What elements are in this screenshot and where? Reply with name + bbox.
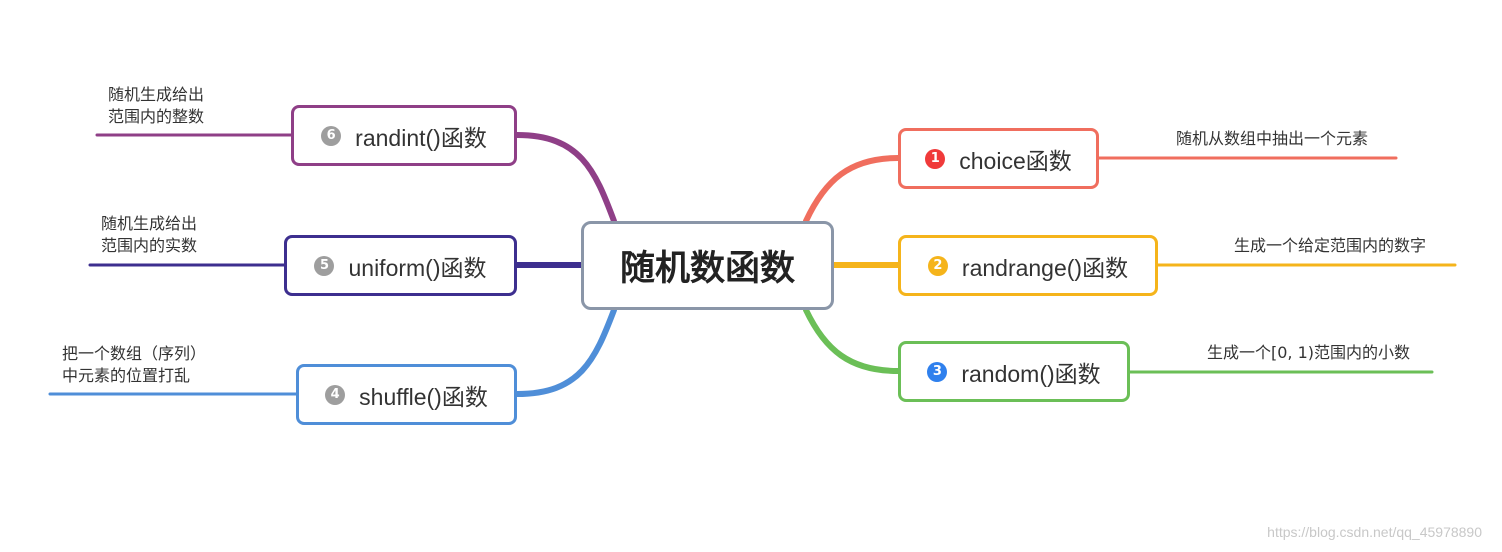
note-line: 随机生成给出: [108, 85, 205, 104]
topic-label: randrange()函数: [961, 254, 1129, 281]
number-badge-icon: 1: [925, 148, 946, 169]
watermark: https://blog.csdn.net/qq_45978890: [1267, 524, 1482, 540]
number-badge-icon: 4: [325, 384, 346, 405]
note-line: 生成一个[0, 1)范围内的小数: [1207, 343, 1411, 362]
topic-label: randint()函数: [355, 124, 487, 151]
topic-label: random()函数: [961, 360, 1101, 387]
number-badge-icon: 6: [321, 125, 342, 146]
topic-randint[interactable]: 6 randint()函数: [291, 105, 517, 166]
note-randrange: 生成一个给定范围内的数字: [1234, 235, 1426, 257]
number-badge-icon: 5: [314, 255, 335, 276]
note-line: 范围内的实数: [101, 236, 198, 255]
note-line: 随机生成给出: [101, 214, 198, 233]
topic-label: shuffle()函数: [359, 383, 488, 410]
note-line: 随机从数组中抽出一个元素: [1176, 129, 1369, 148]
branch-connector: [514, 132, 617, 224]
number-badge-icon: 3: [927, 361, 948, 382]
note-randint: 随机生成给出 范围内的整数: [108, 84, 204, 128]
branch-connector: [803, 307, 901, 374]
topic-randrange[interactable]: 2 randrange()函数: [898, 235, 1158, 296]
note-choice: 随机从数组中抽出一个元素: [1176, 128, 1368, 150]
note-line: 范围内的整数: [108, 107, 205, 126]
note-line: 生成一个给定范围内的数字: [1234, 236, 1427, 255]
topic-label: choice函数: [959, 147, 1072, 174]
topic-random[interactable]: 3 random()函数: [898, 341, 1130, 402]
topic-label: uniform()函数: [348, 254, 487, 281]
topic-shuffle[interactable]: 4 shuffle()函数: [296, 364, 517, 425]
note-uniform: 随机生成给出 范围内的实数: [101, 213, 197, 257]
note-line: 把一个数组（序列）: [62, 344, 207, 363]
branch-connector: [803, 155, 901, 224]
central-topic[interactable]: 随机数函数: [581, 221, 834, 310]
branch-connector: [514, 307, 617, 397]
number-badge-icon: 2: [927, 255, 948, 276]
note-random: 生成一个[0, 1)范围内的小数: [1207, 342, 1410, 364]
topic-uniform[interactable]: 5 uniform()函数: [284, 235, 517, 296]
central-topic-label: 随机数函数: [619, 249, 795, 289]
topic-choice[interactable]: 1 choice函数: [898, 128, 1099, 189]
note-shuffle: 把一个数组（序列） 中元素的位置打乱: [62, 343, 206, 387]
note-line: 中元素的位置打乱: [62, 366, 191, 385]
